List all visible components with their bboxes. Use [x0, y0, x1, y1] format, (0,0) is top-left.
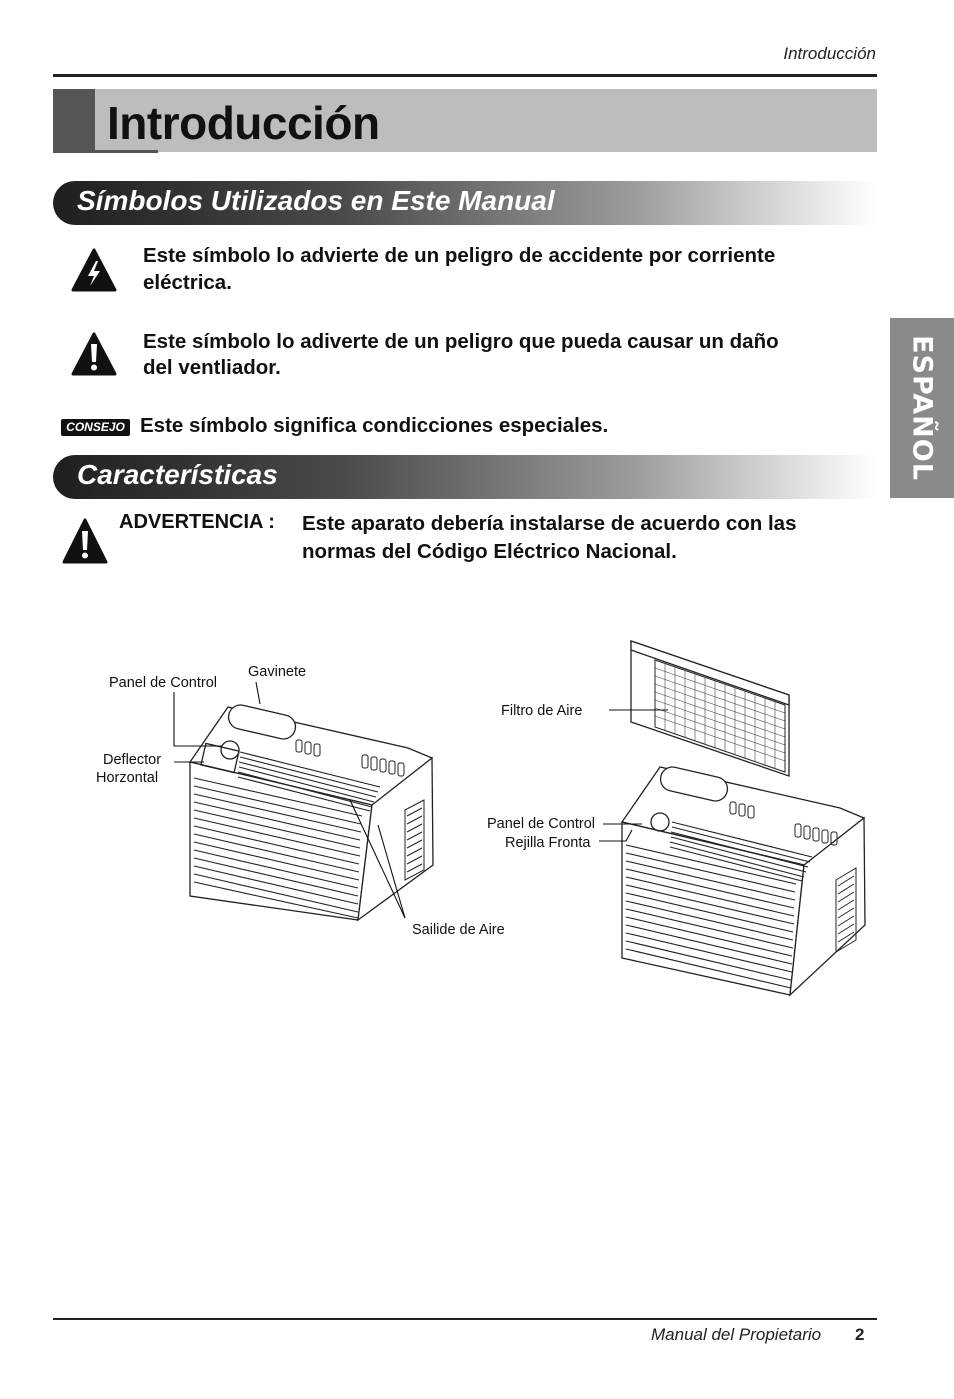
- symbols-section-heading: Símbolos Utilizados en Este Manual: [77, 185, 555, 216]
- features-section-bar: [53, 455, 877, 499]
- title-bar: [53, 89, 877, 152]
- title-accent-block: [53, 89, 95, 152]
- deflector-label-line1: Deflector: [103, 752, 162, 768]
- caution-warning-text-line2: del ventliador.: [143, 356, 281, 379]
- page-number: 2: [855, 1325, 865, 1344]
- features-section-heading: Características: [77, 459, 278, 490]
- page-title: Introducción: [107, 97, 380, 149]
- top-rule: [53, 74, 877, 77]
- language-tab-label: ESPAÑOL: [906, 335, 938, 481]
- advertencia-text-line2: normas del Código Eléctrico Nacional.: [302, 540, 677, 563]
- caution-warning-icon: [71, 332, 117, 376]
- right-control-panel-label: Panel de Control: [487, 816, 596, 832]
- air-outlet-label: Sailide de Aire: [412, 922, 505, 938]
- air-filter-label: Filtro de Aire: [501, 703, 583, 719]
- electric-warning-text-line1: Este símbolo lo advierte de un peligro d…: [143, 244, 776, 267]
- footer-manual-title: Manual del Propietario: [651, 1325, 822, 1344]
- cabinet-label: Gavinete: [248, 664, 307, 680]
- advertencia-label: ADVERTENCIA :: [119, 511, 275, 533]
- front-grille-label: Rejilla Fronta: [505, 835, 591, 851]
- running-header: Introducción: [783, 44, 876, 63]
- title-underline: [53, 150, 158, 153]
- air-conditioner-diagram: [173, 640, 866, 997]
- consejo-badge: CONSEJO: [61, 419, 130, 436]
- language-tab: ESPAÑOL: [890, 318, 954, 498]
- right-ac-unit: [620, 640, 866, 997]
- symbols-section-bar: [53, 181, 877, 225]
- bottom-rule: [53, 1318, 877, 1320]
- deflector-label-line2: Horzontal: [96, 770, 159, 786]
- advertencia-text-line1: Este aparato debería instalarse de acuer…: [302, 512, 797, 535]
- electric-warning-text-line2: eléctrica.: [143, 271, 232, 294]
- left-control-panel-label: Panel de Control: [109, 675, 218, 691]
- caution-warning-icon: [62, 518, 108, 564]
- tip-text: Este símbolo significa condicciones espe…: [140, 414, 609, 437]
- caution-warning-text-line1: Este símbolo lo adiverte de un peligro q…: [143, 330, 779, 353]
- electric-shock-warning-icon: [71, 248, 117, 292]
- left-ac-unit: [188, 704, 434, 922]
